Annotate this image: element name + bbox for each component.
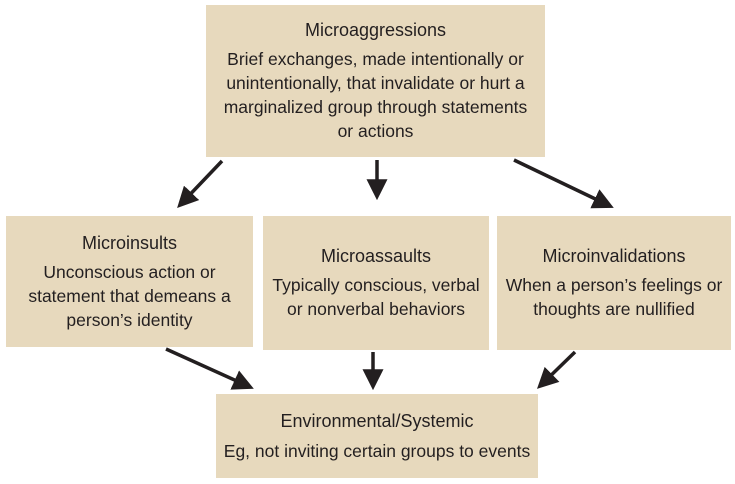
microassaults-box: Microassaults Typically conscious, verba… <box>263 216 489 350</box>
microinsults-description: Unconscious action or statement that dem… <box>28 261 231 330</box>
microassaults-description: Typically conscious, verbal or nonverbal… <box>272 275 480 319</box>
microinvalidations-description: When a person’s feelings or thoughts are… <box>505 275 723 319</box>
arrow-right-to-bottom <box>536 350 577 389</box>
environmental-systemic-box: Environmental/Systemic Eg, not inviting … <box>216 394 538 478</box>
arrow-top-to-left <box>177 159 224 209</box>
microinsults-box: Microinsults Unconscious action or state… <box>6 216 253 347</box>
microassaults-title: Microassaults <box>320 246 432 266</box>
arrow-left-to-bottom <box>165 347 254 390</box>
arrow-top-to-right <box>513 158 614 209</box>
environmental-systemic-title: Environmental/Systemic <box>280 411 474 431</box>
microinvalidations-title: Microinvalidations <box>542 246 686 266</box>
environmental-systemic-description: Eg, not inviting certain groups to event… <box>223 441 531 461</box>
microinvalidations-box: Microinvalidations When a person’s feeli… <box>497 216 731 350</box>
microinsults-title: Microinsults <box>81 232 178 253</box>
microaggressions-box: Microaggressions Brief exchanges, made i… <box>206 5 545 157</box>
microaggressions-description: Brief exchanges, made intentionally or u… <box>223 49 528 141</box>
microaggressions-title: Microaggressions <box>304 20 447 40</box>
